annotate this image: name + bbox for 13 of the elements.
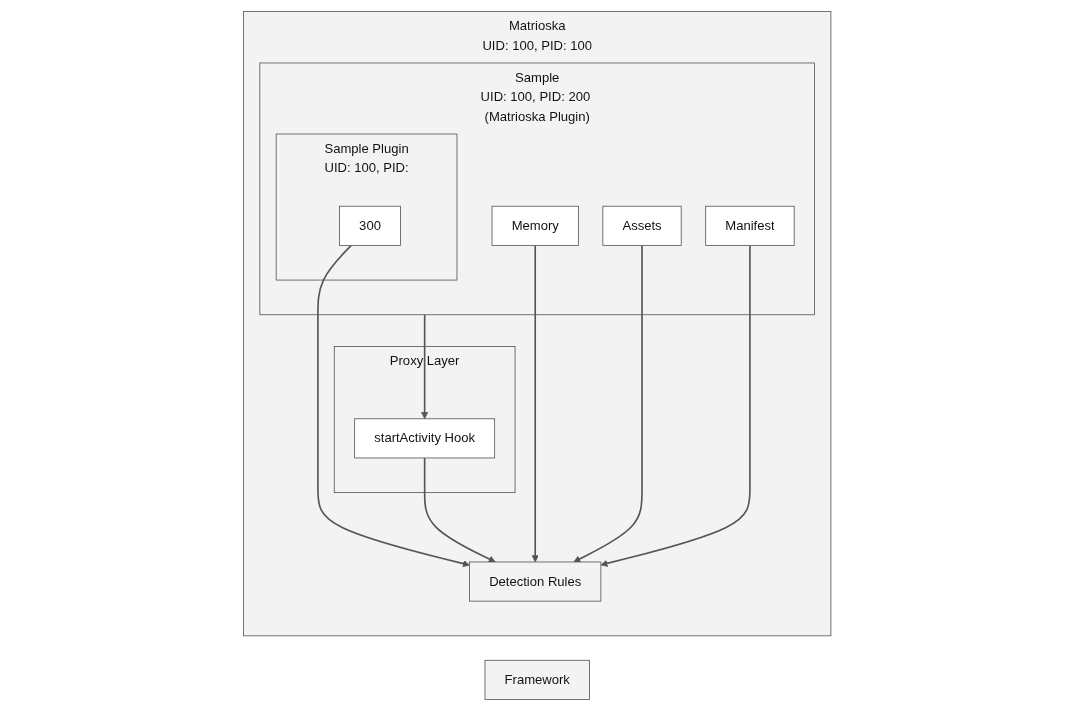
- arrow: [421, 313, 429, 420]
- node-box: Framework: [484, 659, 591, 700]
- arrow: [317, 244, 471, 568]
- node-box: Detection Rules: [469, 561, 602, 602]
- node-box: Assets: [602, 205, 682, 246]
- node-box: Manifest: [705, 205, 795, 246]
- arrow: [531, 244, 540, 563]
- node-box: 300: [339, 205, 402, 246]
- node-box: startActivity Hook: [354, 418, 496, 459]
- node-box: Memory: [491, 205, 580, 246]
- arrow: [424, 457, 496, 563]
- arrow: [600, 244, 751, 567]
- arrow: [573, 244, 644, 563]
